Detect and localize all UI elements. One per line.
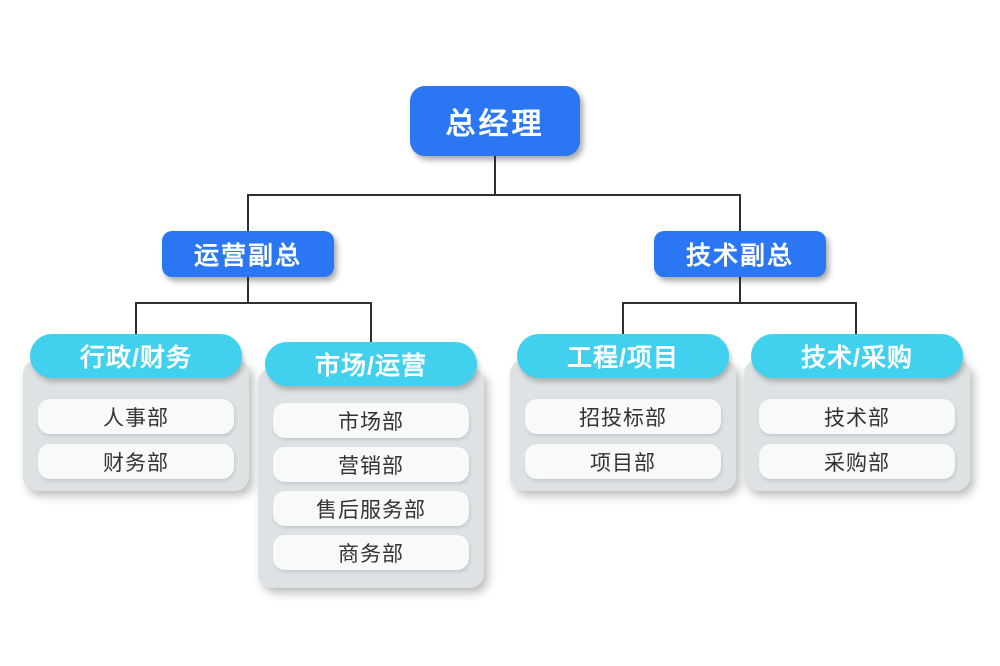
org-dept-item: 采购部 (759, 444, 955, 479)
org-dept-item: 商务部 (273, 535, 469, 570)
org-dept-item: 技术部 (759, 399, 955, 434)
org-group-market-operations: 市场/运营 市场部 营销部 售后服务部 商务部 (258, 342, 484, 588)
org-group-header: 行政/财务 (30, 334, 242, 378)
org-group-items: 市场部 营销部 售后服务部 商务部 (273, 403, 469, 570)
org-dept-item: 项目部 (525, 444, 721, 479)
org-dept-item: 招投标部 (525, 399, 721, 434)
org-group-technology-procurement: 技术/采购 技术部 采购部 (744, 334, 970, 491)
org-dept-item: 人事部 (38, 399, 234, 434)
org-group-engineering-project: 工程/项目 招投标部 项目部 (510, 334, 736, 491)
org-dept-item: 售后服务部 (273, 491, 469, 526)
org-node-operations-vp: 运营副总 (162, 231, 334, 277)
org-node-general-manager: 总经理 (410, 86, 580, 156)
org-group-header: 市场/运营 (265, 342, 477, 386)
org-dept-item: 市场部 (273, 403, 469, 438)
org-dept-item: 营销部 (273, 447, 469, 482)
org-group-items: 技术部 采购部 (759, 399, 955, 479)
org-group-admin-finance: 行政/财务 人事部 财务部 (23, 334, 249, 491)
org-dept-item: 财务部 (38, 444, 234, 479)
org-node-technology-vp: 技术副总 (654, 231, 826, 277)
org-group-items: 招投标部 项目部 (525, 399, 721, 479)
org-group-header: 技术/采购 (751, 334, 963, 378)
connector-level1-tee (247, 194, 741, 235)
connector-left-tee (135, 302, 372, 356)
org-group-header: 工程/项目 (517, 334, 729, 378)
connector-right-tee (622, 302, 857, 352)
org-group-items: 人事部 财务部 (38, 399, 234, 479)
